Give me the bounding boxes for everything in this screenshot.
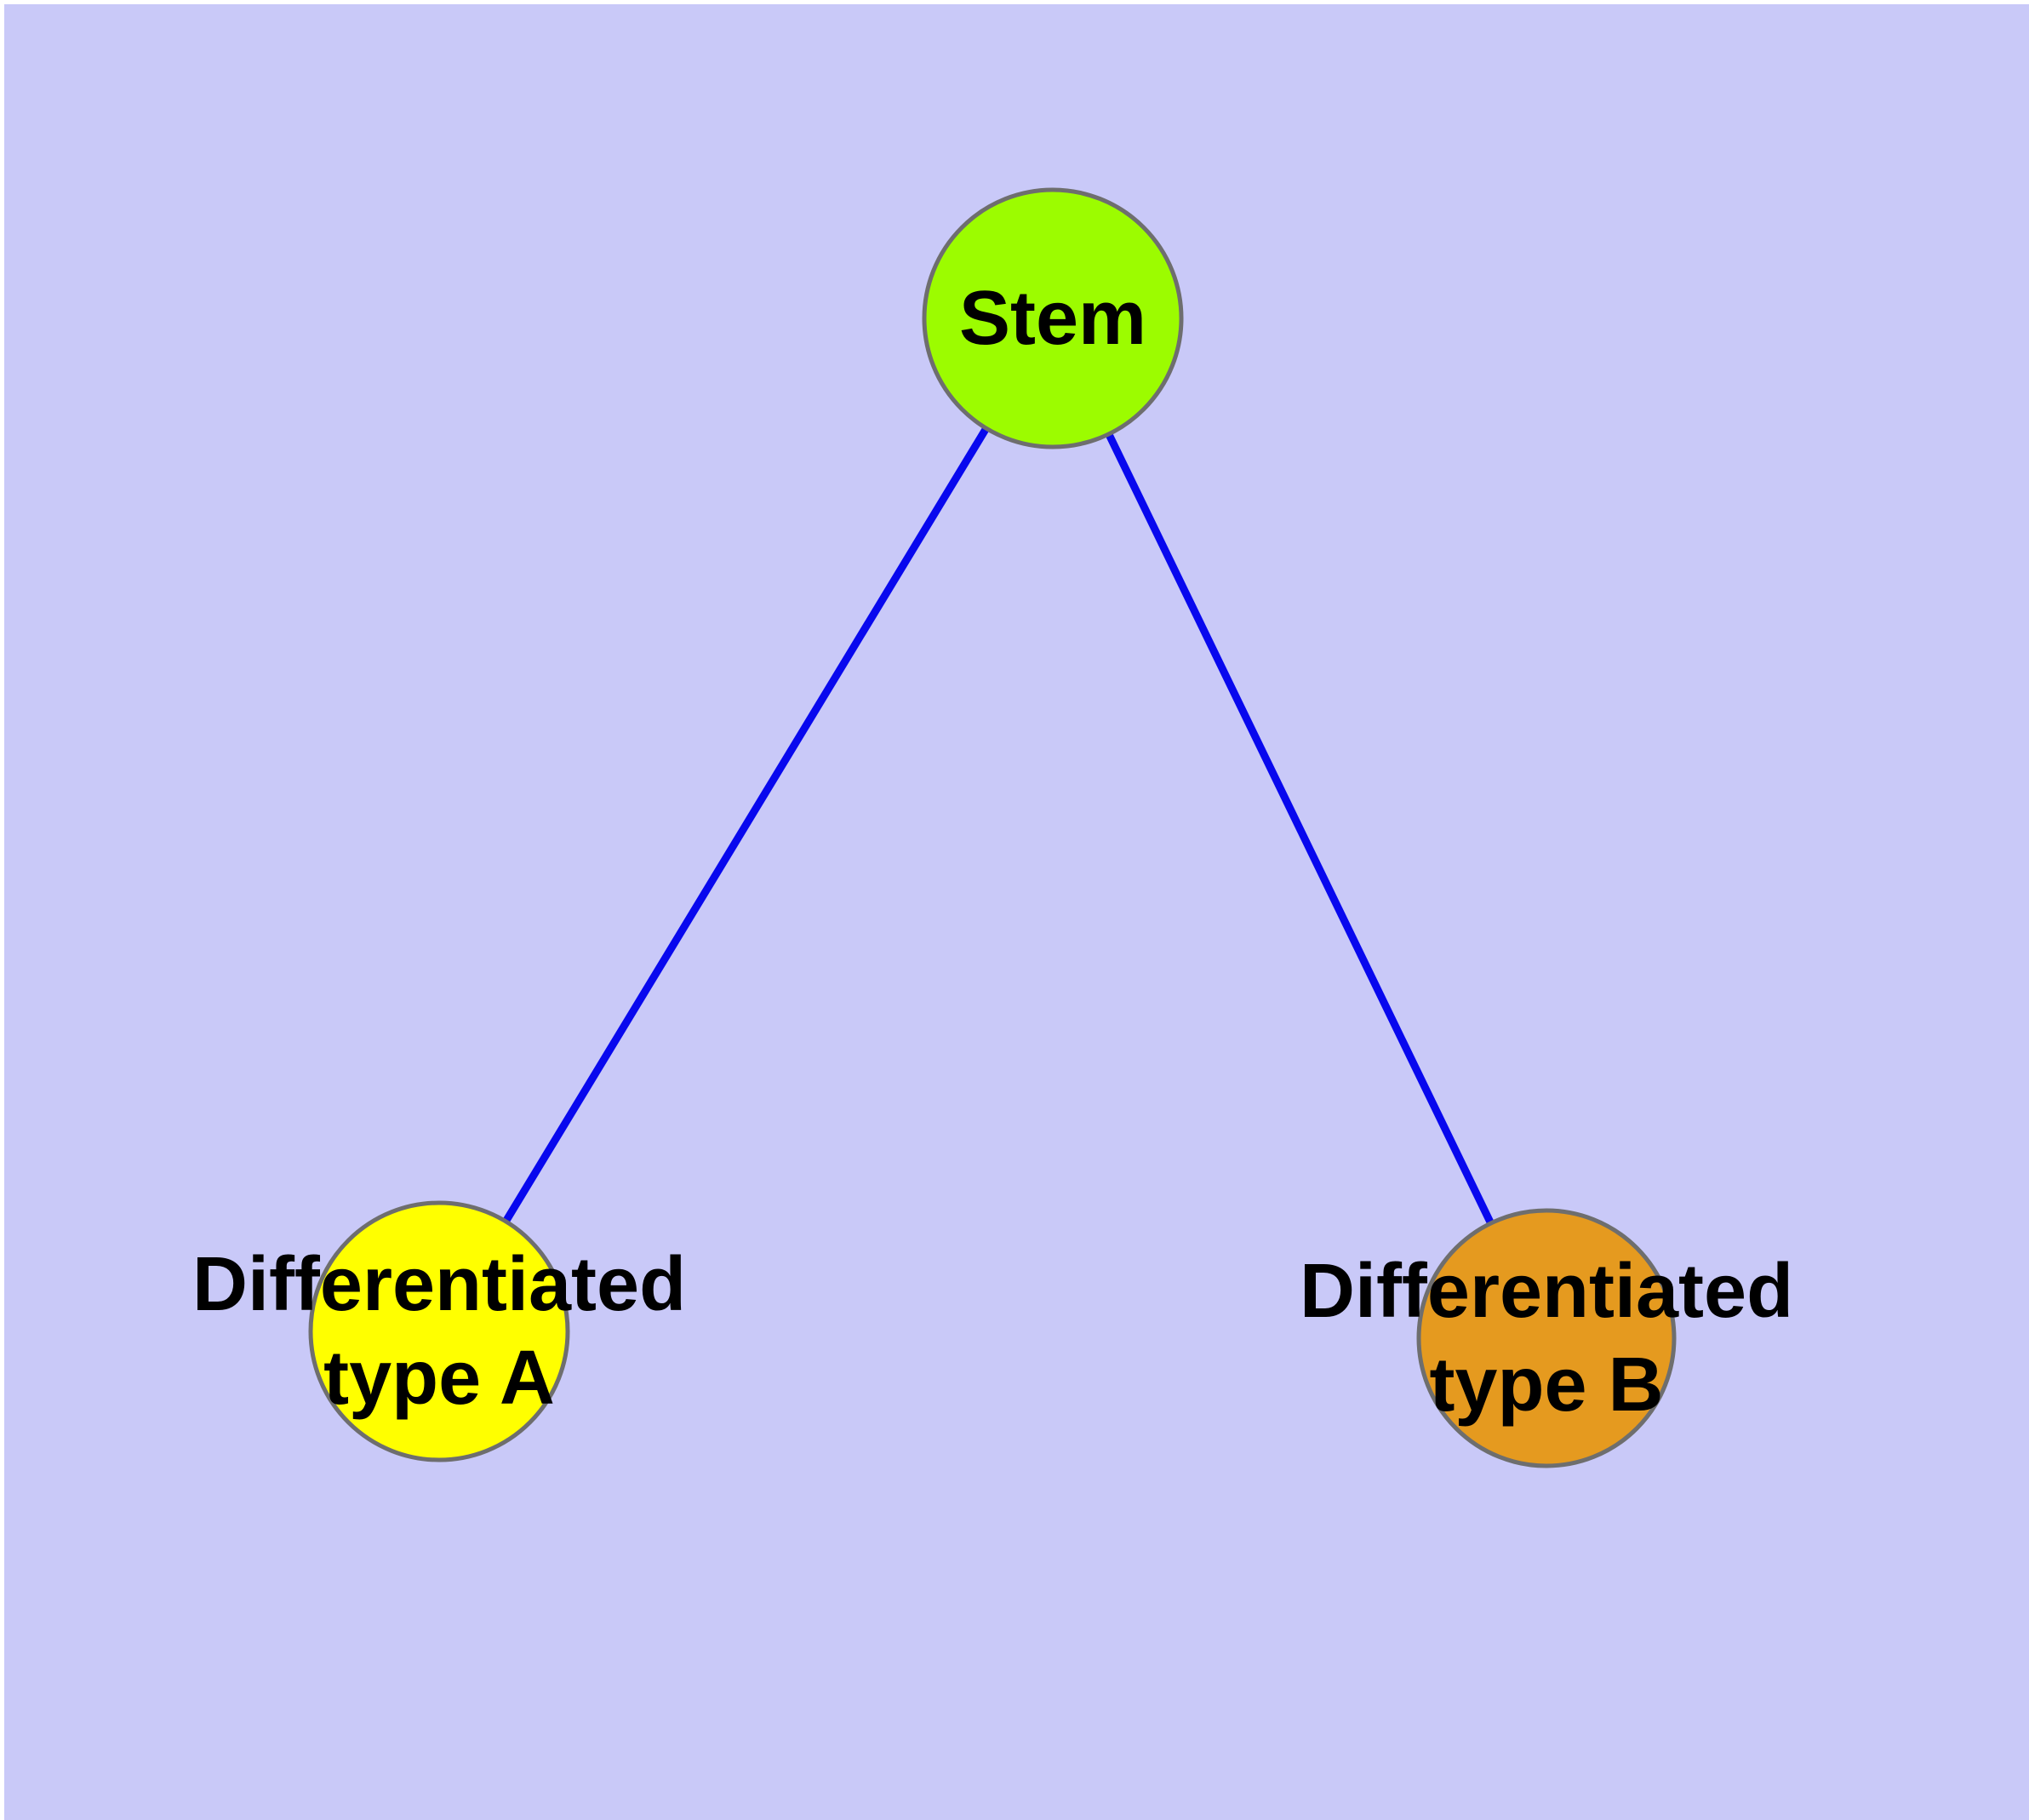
- edge-stem-to-type-a: [436, 316, 1056, 1334]
- diagram-canvas: Stem Differentiated type A Differentiate…: [4, 4, 2029, 1820]
- edge-stem-to-type-b: [1049, 317, 1551, 1340]
- node-stem-circle: [922, 187, 1184, 449]
- node-type-a-circle: [308, 1200, 570, 1462]
- node-type-b-circle: [1416, 1208, 1677, 1468]
